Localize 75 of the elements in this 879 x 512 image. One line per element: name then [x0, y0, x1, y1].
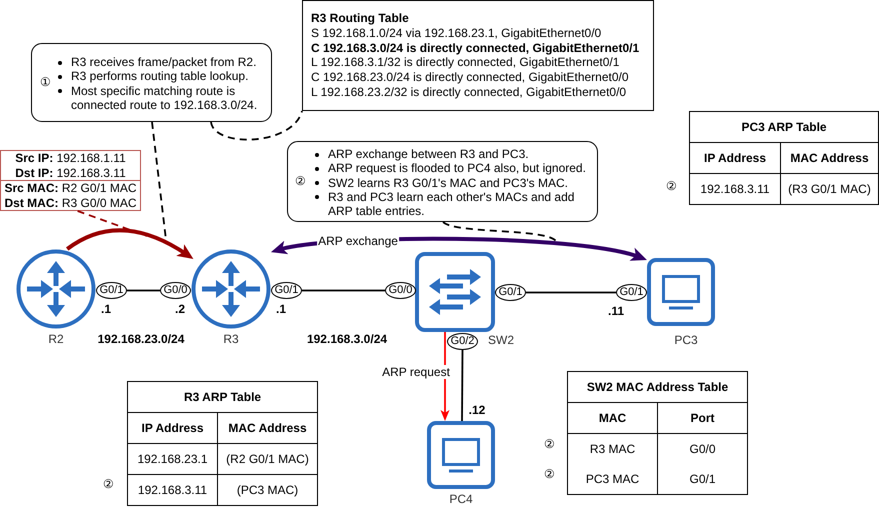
host-address: .1	[101, 302, 111, 316]
interface-tag: G0/1	[96, 282, 127, 299]
interface-tag: G0/0	[160, 282, 191, 299]
subnet-label: 192.168.3.0/24	[306, 332, 388, 346]
table-cell: (R3 G0/1 MAC)	[780, 174, 879, 204]
bullet-item: R3 performs routing table lookup.	[57, 69, 248, 84]
table-title: PC3 ARP Table	[690, 112, 879, 142]
header-field: Dst IP: 192.168.3.11	[15, 166, 126, 180]
bullet-item: Most specific matching route is connected route to 192.168.3.0/24.	[57, 84, 275, 112]
interface-tag: G0/0	[385, 282, 416, 299]
device-name: PC3	[674, 333, 698, 347]
table-cell: (R2 G0/1 MAC)	[218, 444, 318, 474]
link-line	[461, 350, 464, 421]
step-number: ②	[103, 477, 114, 492]
callout-box	[287, 141, 598, 222]
edge-label: ARP request	[381, 365, 451, 379]
leader-line	[77, 210, 148, 237]
frame-header-box	[0, 180, 141, 211]
interface-tag: G0/1	[616, 284, 647, 301]
header-field: Dst MAC: R3 G0/0 MAC	[4, 196, 137, 210]
step-number: ②	[544, 437, 555, 452]
interface-tag: G0/2	[447, 333, 478, 350]
column-header: MAC Address	[780, 142, 879, 174]
host-address: .1	[276, 302, 286, 316]
callout-box	[31, 43, 272, 122]
column-header: MAC Address	[218, 412, 318, 444]
device-name: R2	[48, 332, 64, 346]
device-name: PC4	[449, 492, 473, 506]
host-address: .2	[175, 302, 185, 316]
step-number: ①	[40, 75, 51, 90]
step-number: ②	[666, 179, 677, 194]
panel-title: R3 Routing Table	[311, 11, 409, 26]
table-title: SW2 MAC Address Table	[568, 372, 748, 402]
table-cell: 192.168.23.1	[128, 444, 218, 474]
header-field: Src MAC: R2 G0/1 MAC	[4, 181, 137, 196]
route-entry: S 192.168.1.0/24 via 192.168.23.1, GigabitEthernet0/0	[311, 26, 602, 41]
bullet-item: R3 receives frame/packet from R2.	[57, 55, 256, 70]
link-line	[302, 290, 385, 292]
column-header: IP Address	[128, 412, 218, 444]
step-number: ②	[544, 467, 555, 482]
table-cell: G0/1	[658, 464, 748, 494]
host-address: .12	[468, 403, 486, 417]
route-entry: L 192.168.23.2/32 is directly connected, GigabitEthernet0/0	[311, 84, 626, 100]
route-entry: C 192.168.3.0/24 is directly connected, GigabitEthernet0/1	[311, 40, 640, 56]
column-header: Port	[658, 402, 748, 434]
column-header: IP Address	[690, 142, 780, 174]
table-cell: 192.168.3.11	[128, 474, 218, 506]
routing-table-panel	[302, 0, 654, 111]
table-cell: (PC3 MAC)	[218, 474, 318, 506]
table-cell: R3 MAC	[568, 434, 658, 464]
edge-label: ARP exchange	[317, 234, 399, 248]
table-cell: PC3 MAC	[568, 464, 658, 494]
route-entry: C 192.168.23.0/24 is directly connected, GigabitEthernet0/0	[311, 70, 629, 85]
device-name: R3	[223, 332, 239, 346]
header-field: Src IP: 192.168.1.11	[15, 151, 126, 166]
bullet-item: ARP exchange between R3 and PC3.	[314, 147, 529, 162]
link-line	[127, 290, 160, 292]
interface-tag: G0/1	[271, 282, 302, 299]
bullet-item: SW2 learns R3 G0/1's MAC and PC3's MAC.	[314, 176, 568, 190]
column-header: MAC	[568, 402, 658, 434]
bullet-item: R3 and PC3 learn each other's MACs and add ARP table entries.	[314, 190, 592, 218]
leader-line	[442, 221, 556, 242]
link-line	[526, 292, 616, 294]
subnet-label: 192.168.23.0/24	[98, 332, 184, 346]
route-entry: L 192.168.3.1/32 is directly connected, GigabitEthernet0/1	[311, 55, 620, 70]
packet-header-box	[0, 150, 141, 181]
table-cell: 192.168.3.11	[690, 174, 780, 204]
leader-line	[210, 110, 303, 140]
interface-tag: G0/1	[495, 284, 526, 301]
host-address: .11	[608, 304, 624, 318]
arrow	[66, 228, 194, 259]
bullet-item: ARP request is flooded to PC4 also, but ignored.	[314, 161, 586, 176]
step-number: ②	[295, 174, 306, 189]
device-name: SW2	[488, 333, 514, 347]
table-title: R3 ARP Table	[128, 382, 318, 412]
